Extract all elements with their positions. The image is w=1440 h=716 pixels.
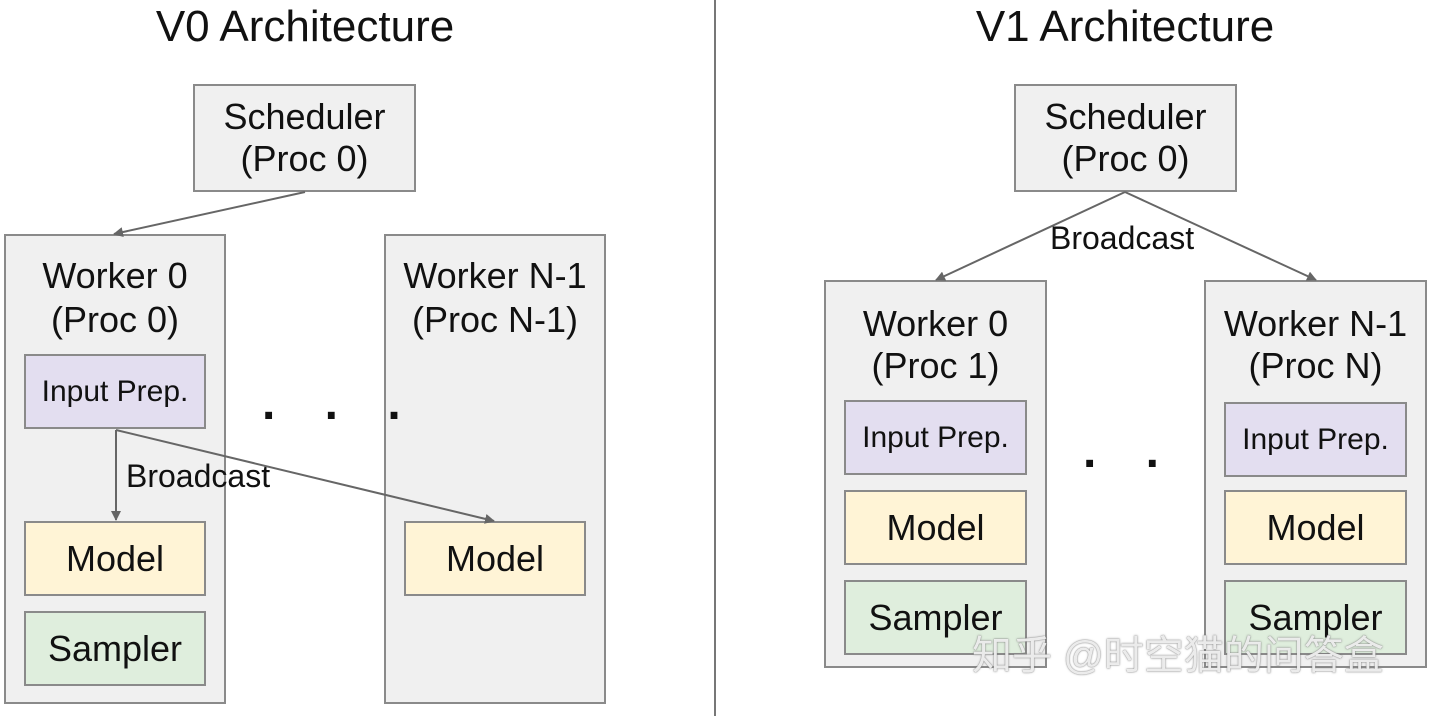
v1-scheduler-proc: (Proc 0) (1061, 138, 1190, 179)
v1-workerN-sampler-label: Sampler (1248, 596, 1383, 638)
v1-worker0-model: Model (844, 490, 1027, 565)
v1-worker0-proc: (Proc 1) (871, 345, 1000, 386)
v0-worker0-proc: (Proc 0) (50, 299, 180, 340)
v1-scheduler-to-worker0-arrow (935, 191, 1126, 281)
v0-worker0-label: Worker 0 (42, 255, 188, 296)
v1-workerN-model: Model (1224, 490, 1407, 565)
section-divider (714, 0, 716, 716)
v0-workerN-proc: (Proc N-1) (411, 299, 578, 340)
v0-workerN-label: Worker N-1 (403, 255, 587, 296)
v1-workerN-model-label: Model (1266, 506, 1365, 548)
v0-worker0-input-prep-label: Input Prep. (41, 374, 189, 408)
v0-worker0-sampler-label: Sampler (47, 627, 183, 669)
v1-scheduler-label: Scheduler (1044, 96, 1207, 137)
v0-worker0-model: Model (24, 521, 206, 596)
v1-workerN-label: Worker N-1 (1223, 303, 1408, 344)
v0-scheduler-box: Scheduler (Proc 0) (193, 84, 416, 192)
v0-workerN-model: Model (404, 521, 586, 596)
v0-worker0-model-label: Model (65, 537, 165, 579)
v1-worker0-model-label: Model (886, 506, 985, 548)
v1-broadcast-label: Broadcast (1050, 220, 1195, 256)
v1-workerN-sampler: Sampler (1224, 580, 1407, 655)
v1-scheduler-box: Scheduler (Proc 0) (1014, 84, 1237, 192)
v1-workerN-proc: (Proc N) (1248, 345, 1383, 386)
v0-broadcast-label: Broadcast (126, 458, 271, 494)
v0-worker0-input-prep: Input Prep. (24, 354, 206, 429)
v1-scheduler-to-workerN-arrow (1124, 191, 1317, 281)
v0-workerN-model-label: Model (445, 537, 545, 579)
v0-scheduler-to-worker0-arrow (113, 191, 306, 237)
watermark: 知乎 @时空猫的问答盒 (972, 634, 1384, 678)
v1-worker0-sampler: Sampler (844, 580, 1027, 655)
v0-scheduler-proc: (Proc 0) (240, 138, 369, 179)
v0-worker0-sampler: Sampler (24, 611, 206, 686)
v1-title: V1 Architecture (975, 2, 1275, 51)
v1-worker0-label: Worker 0 (862, 303, 1009, 344)
v1-worker0-input-prep: Input Prep. (844, 400, 1027, 475)
v1-workerN-input-prep: Input Prep. (1224, 402, 1407, 477)
v1-worker0-input-prep-label: Input Prep. (862, 420, 1009, 454)
v1-workerN-input-prep-label: Input Prep. (1242, 422, 1389, 456)
v0-scheduler-label: Scheduler (223, 96, 386, 137)
v1-ellipsis: . . . (1083, 425, 1240, 478)
v0-workerN-box: Worker N-1 (Proc N-1) (384, 234, 606, 704)
v0-input-to-workerN-model-arrow (115, 429, 495, 524)
v0-title: V0 Architecture (155, 2, 455, 51)
v0-ellipsis: . . . (262, 377, 419, 430)
v1-worker0-sampler-label: Sampler (868, 596, 1003, 638)
